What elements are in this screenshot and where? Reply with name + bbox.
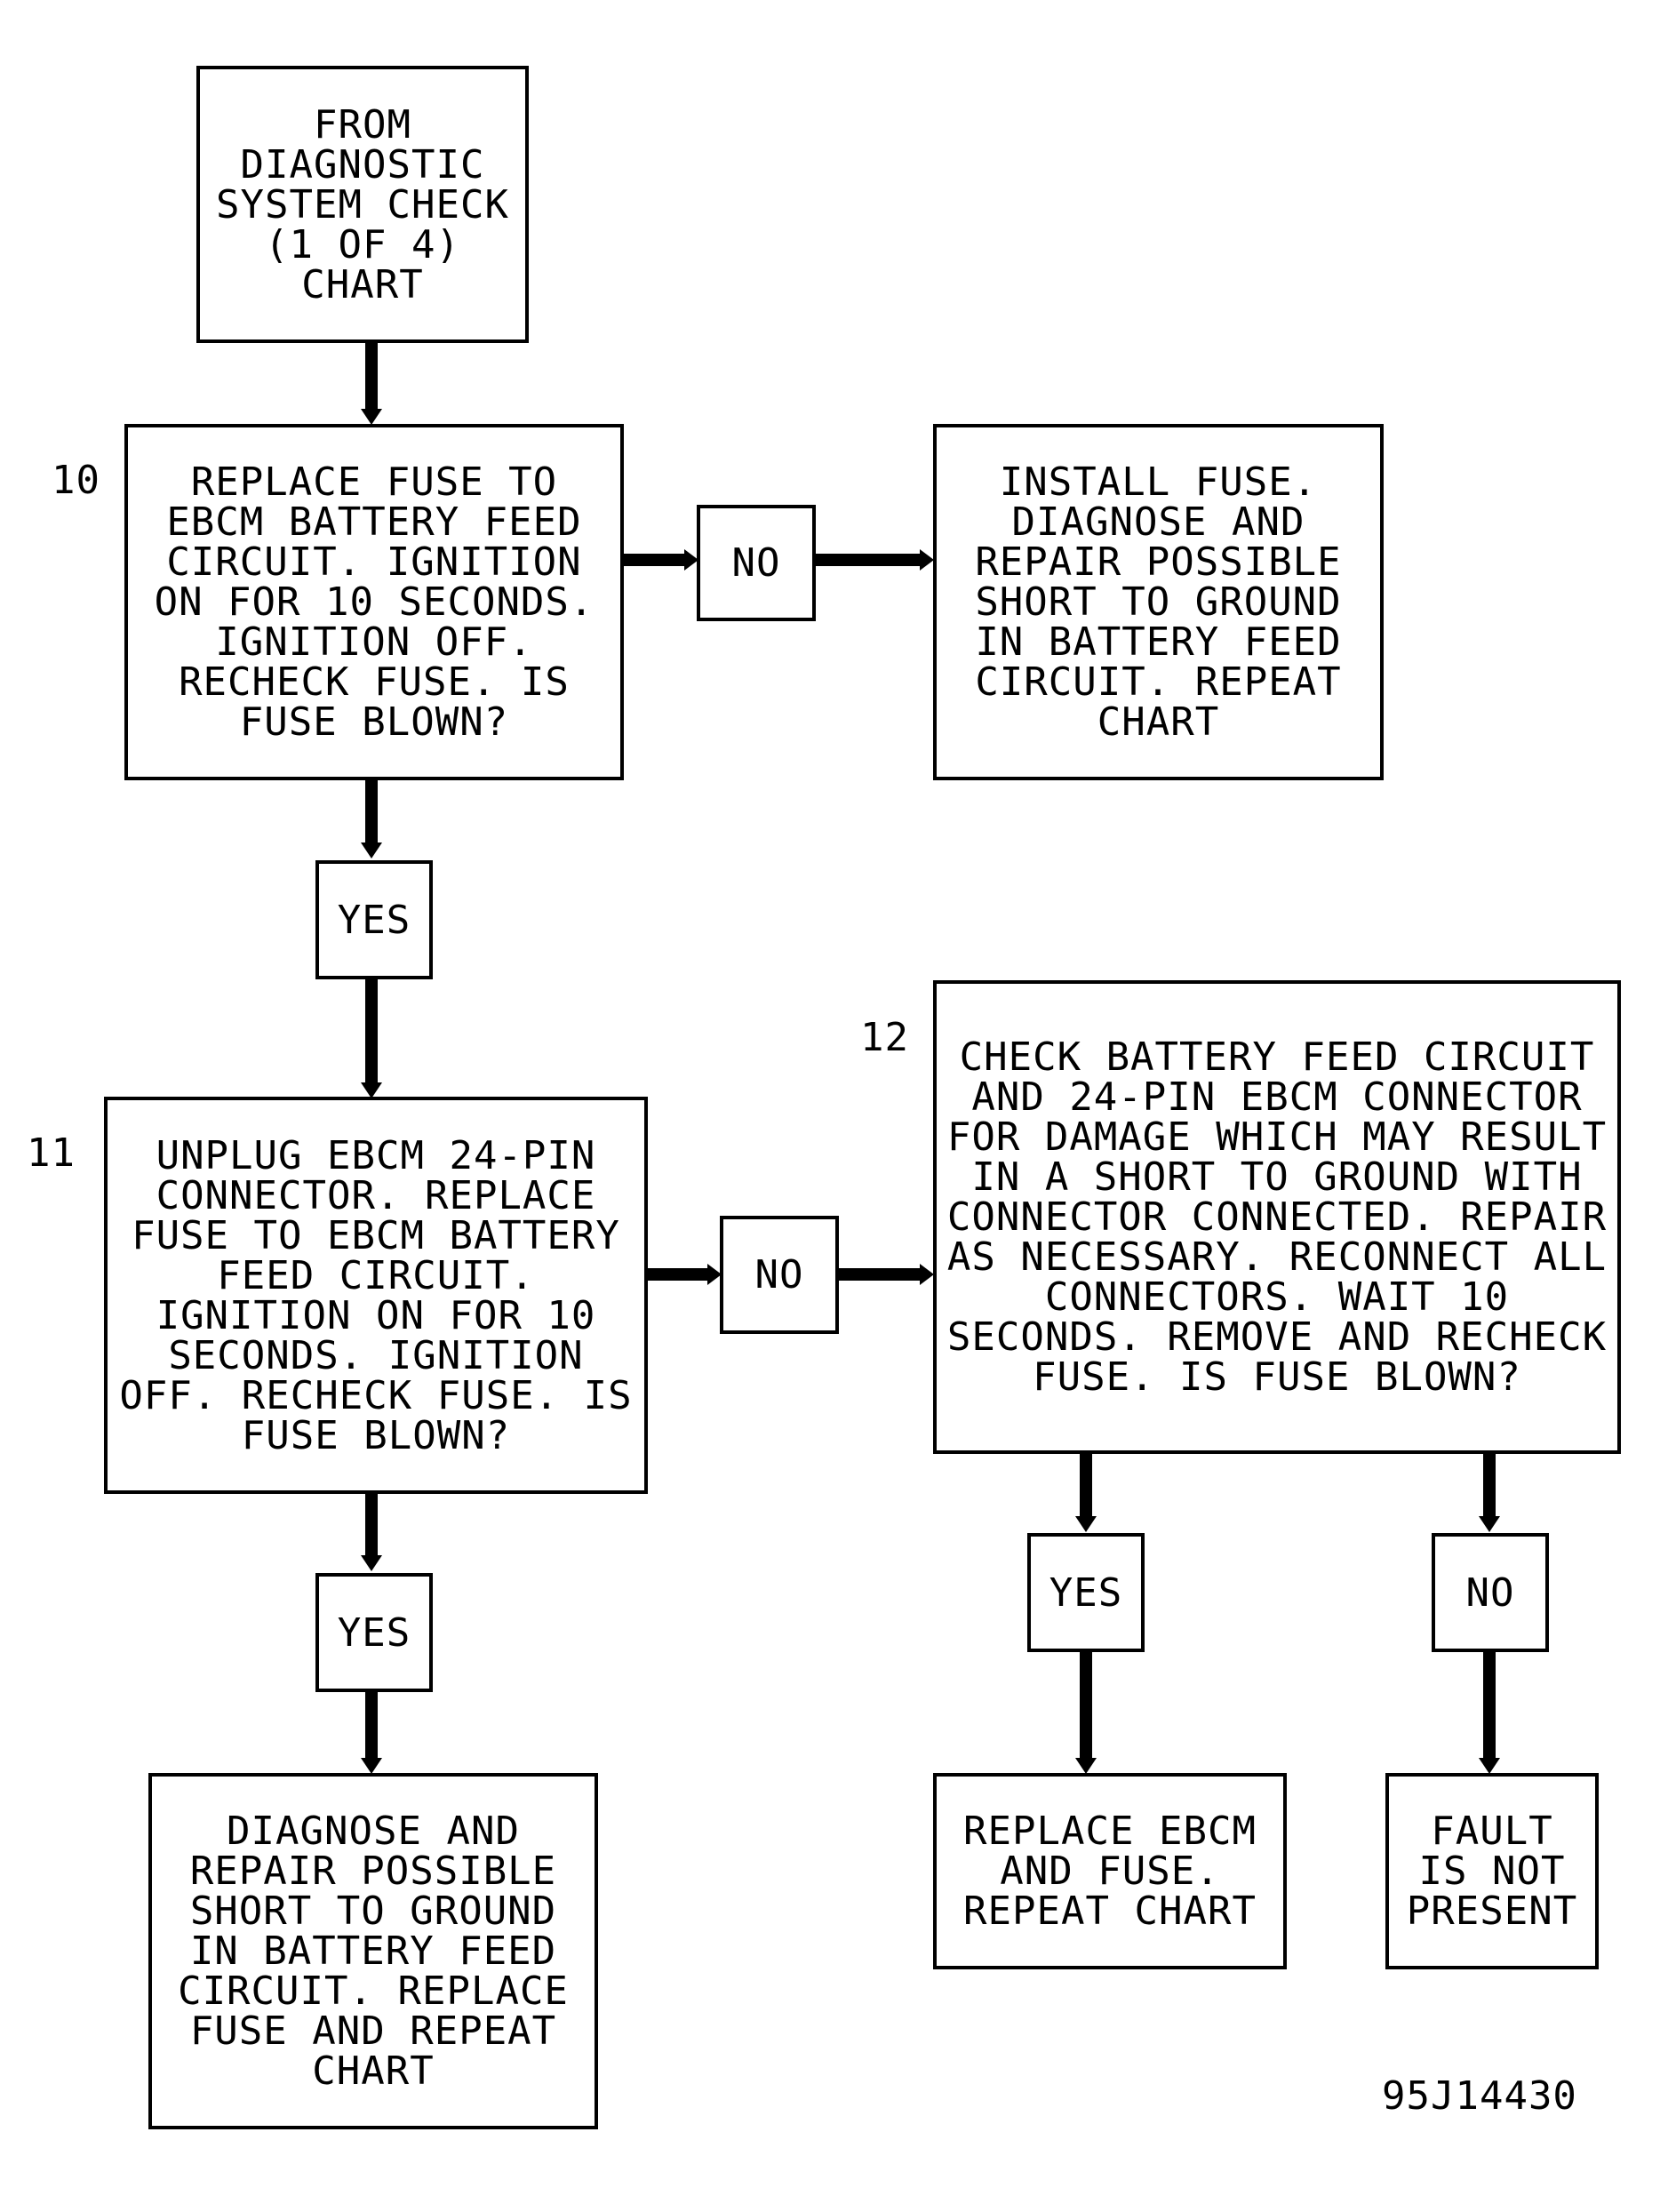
- step12-yes-label: YES: [1049, 1569, 1123, 1616]
- step11-number: 11: [27, 1130, 76, 1176]
- step10-number: 10: [52, 458, 100, 503]
- step11-box: UNPLUG EBCM 24-PIN CONNECTOR. REPLACE FU…: [104, 1097, 648, 1494]
- start-box: FROM DIAGNOSTIC SYSTEM CHECK (1 OF 4) CH…: [196, 66, 529, 343]
- step10-box: REPLACE FUSE TO EBCM BATTERY FEED CIRCUI…: [124, 424, 624, 780]
- step10-text: REPLACE FUSE TO EBCM BATTERY FEED CIRCUI…: [154, 459, 595, 745]
- diagnose-repair-box: DIAGNOSE AND REPAIR POSSIBLE SHORT TO GR…: [148, 1773, 598, 2129]
- fault-not-present-box: FAULT IS NOT PRESENT: [1385, 1773, 1599, 1969]
- replace-ebcm-text: REPLACE EBCM AND FUSE. REPEAT CHART: [963, 1809, 1257, 1934]
- replace-ebcm-box: REPLACE EBCM AND FUSE. REPEAT CHART: [933, 1773, 1287, 1969]
- figure-id: 95J14430: [1382, 2073, 1577, 2119]
- step10-no-label: NO: [731, 540, 781, 586]
- start-text: FROM DIAGNOSTIC SYSTEM CHECK (1 OF 4) CH…: [216, 101, 509, 307]
- step11-no-box: NO: [720, 1216, 839, 1334]
- step11-yes-box: YES: [315, 1573, 433, 1692]
- install-fuse-text: INSTALL FUSE. DIAGNOSE AND REPAIR POSSIB…: [975, 459, 1342, 745]
- step12-yes-box: YES: [1027, 1533, 1145, 1652]
- step12-box: CHECK BATTERY FEED CIRCUIT AND 24-PIN EB…: [933, 980, 1621, 1454]
- step12-no-label: NO: [1465, 1569, 1515, 1616]
- diagnose-repair-text: DIAGNOSE AND REPAIR POSSIBLE SHORT TO GR…: [178, 1809, 569, 2094]
- step10-yes-label: YES: [337, 897, 411, 943]
- step11-no-label: NO: [754, 1252, 804, 1298]
- step12-number: 12: [860, 1015, 909, 1060]
- step10-no-box: NO: [697, 505, 816, 621]
- install-fuse-box: INSTALL FUSE. DIAGNOSE AND REPAIR POSSIB…: [933, 424, 1384, 780]
- step11-text: UNPLUG EBCM 24-PIN CONNECTOR. REPLACE FU…: [119, 1132, 633, 1458]
- fault-not-present-text: FAULT IS NOT PRESENT: [1406, 1809, 1578, 1934]
- step12-text: CHECK BATTERY FEED CIRCUIT AND 24-PIN EB…: [946, 1034, 1608, 1400]
- step12-no-box: NO: [1432, 1533, 1549, 1652]
- step11-yes-label: YES: [337, 1609, 411, 1656]
- step10-yes-box: YES: [315, 860, 433, 979]
